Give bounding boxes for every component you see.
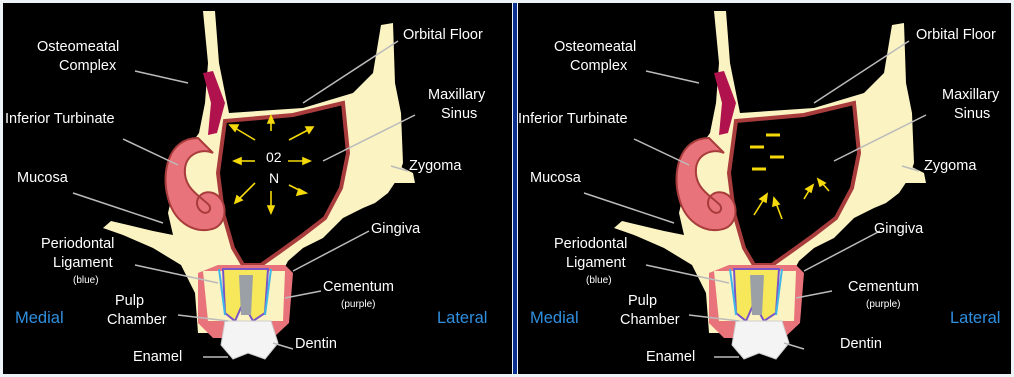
- medial-label: Medial: [15, 309, 64, 328]
- lateral-label-right: Lateral: [950, 309, 1000, 328]
- maxillary-sinus-cavity-right: [729, 103, 859, 265]
- cementum-note: (purple): [341, 299, 375, 310]
- periodontal-label-2-right: Ligament: [566, 255, 626, 272]
- zygoma-label-right: Zygoma: [924, 158, 976, 175]
- pulp-chamber-label-2: Chamber: [107, 312, 167, 329]
- pulp-chamber-shape: [239, 275, 253, 315]
- periodontal-note: (blue): [73, 275, 99, 286]
- periodontal-note-right: (blue): [586, 275, 612, 286]
- osteomeatal-label-1: Osteomeatal: [37, 39, 119, 56]
- pulp-chamber-label-2-right: Chamber: [620, 312, 680, 329]
- maxillary-sinus-label-1: Maxillary: [428, 87, 485, 104]
- right-panel: Osteomeatal Complex Orbital Floor Maxill…: [518, 3, 1011, 374]
- zygoma-bone: [358, 98, 415, 198]
- periodontal-label-2: Ligament: [53, 255, 113, 272]
- n-label: N: [269, 170, 279, 186]
- dentin-label-right: Dentin: [840, 336, 882, 353]
- osteomeatal-label-2: Complex: [59, 58, 116, 75]
- periodontal-label-1: Periodontal: [41, 236, 114, 253]
- gingiva-label: Gingiva: [371, 221, 420, 238]
- pulp-chamber-shape-right: [750, 275, 764, 315]
- maxillary-sinus-label-2: Sinus: [441, 106, 477, 123]
- enamel-crown: [221, 321, 278, 359]
- panel-divider: [513, 3, 517, 374]
- cementum-note-right: (purple): [866, 299, 900, 310]
- enamel-label-right: Enamel: [646, 349, 695, 366]
- enamel-label: Enamel: [133, 349, 182, 366]
- pulp-chamber-label-1: Pulp: [115, 293, 144, 310]
- gingiva-label-right: Gingiva: [874, 221, 923, 238]
- osteomeatal-label-1-right: Osteomeatal: [554, 39, 636, 56]
- lateral-label: Lateral: [437, 309, 487, 328]
- orbital-floor-label-right: Orbital Floor: [916, 27, 996, 44]
- zygoma-bone-right: [869, 98, 926, 198]
- maxillary-sinus-label-2-right: Sinus: [954, 106, 990, 123]
- enamel-crown-right: [732, 321, 789, 359]
- orbital-floor-label: Orbital Floor: [403, 27, 483, 44]
- zygoma-label: Zygoma: [409, 158, 461, 175]
- medial-label-right: Medial: [530, 309, 579, 328]
- maxillary-sinus-label-1-right: Maxillary: [942, 87, 999, 104]
- o2-label: 02: [266, 149, 282, 165]
- mucosa-label-right: Mucosa: [530, 170, 581, 187]
- periodontal-label-1-right: Periodontal: [554, 236, 627, 253]
- cementum-label-right: Cementum: [848, 279, 919, 296]
- inferior-turbinate-label: Inferior Turbinate: [5, 111, 115, 128]
- left-panel: Osteomeatal Complex Orbital Floor Maxill…: [3, 3, 512, 374]
- cementum-label: Cementum: [323, 279, 394, 296]
- dentin-label: Dentin: [295, 336, 337, 353]
- inferior-turbinate-label-right: Inferior Turbinate: [518, 111, 628, 128]
- osteomeatal-label-2-right: Complex: [570, 58, 627, 75]
- pulp-chamber-label-1-right: Pulp: [628, 293, 657, 310]
- mucosa-label: Mucosa: [17, 170, 68, 187]
